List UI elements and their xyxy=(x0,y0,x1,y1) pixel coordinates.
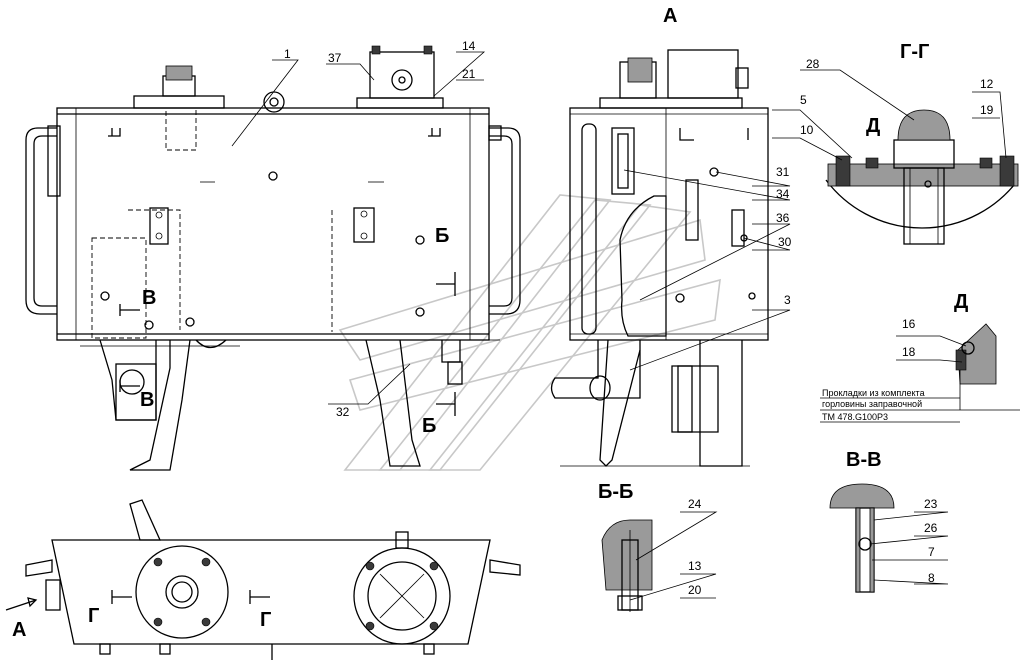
callout-16: 16 xyxy=(902,317,916,331)
detail-d xyxy=(820,323,1020,423)
callout-26: 26 xyxy=(924,521,938,535)
detail-d-note-line-1: Прокладки из комплекта xyxy=(822,388,925,398)
leader-lines xyxy=(231,51,1007,601)
front-view-labels: В В Б Б xyxy=(140,225,449,437)
detail-d-title: Д xyxy=(954,291,968,313)
callout-21: 21 xyxy=(462,67,476,81)
section-vv-title: В-В xyxy=(846,449,882,471)
watermark-logo xyxy=(338,194,721,471)
callout-18: 18 xyxy=(902,345,916,359)
callout-30: 30 xyxy=(778,235,792,249)
callout-3: 3 xyxy=(784,293,791,307)
callout-20: 20 xyxy=(688,583,702,597)
detail-d-mark: Д xyxy=(866,115,880,137)
callout-37: 37 xyxy=(328,51,342,65)
section-bb xyxy=(601,519,653,612)
plan-cut-label-right: Г xyxy=(260,609,271,631)
callout-13: 13 xyxy=(688,559,702,573)
callout-14: 14 xyxy=(462,39,476,53)
plan-view xyxy=(5,499,521,660)
callout-32: 32 xyxy=(336,405,350,419)
side-view xyxy=(550,49,769,467)
callout-19: 19 xyxy=(980,103,994,117)
plan-view-arrow-label: А xyxy=(12,619,26,641)
callout-12: 12 xyxy=(980,77,994,91)
callout-8: 8 xyxy=(928,571,935,585)
section-bb-label-bottom: Б xyxy=(422,415,436,437)
detail-d-note-line-3: ТМ 478.G100P3 xyxy=(822,412,888,422)
callout-numbers: 1 37 14 21 32 31 34 36 30 3 28 5 10 12 1… xyxy=(284,39,994,597)
side-view-title: А xyxy=(663,5,677,27)
section-gg xyxy=(825,109,1019,245)
callout-31: 31 xyxy=(776,165,790,179)
callout-10: 10 xyxy=(800,123,814,137)
plan-cut-label-left: Г xyxy=(88,605,99,627)
front-view xyxy=(25,45,521,471)
section-bb-title: Б-Б xyxy=(598,481,633,503)
callout-5: 5 xyxy=(800,93,807,107)
callout-23: 23 xyxy=(924,497,938,511)
callout-1: 1 xyxy=(284,47,291,61)
section-b-label-top: В xyxy=(142,287,156,309)
callout-24: 24 xyxy=(688,497,702,511)
section-bb-label-top: Б xyxy=(435,225,449,247)
detail-d-note-line-2: горловины заправочной xyxy=(822,399,922,409)
callout-34: 34 xyxy=(776,187,790,201)
section-gg-title: Г-Г xyxy=(900,41,929,63)
callout-7: 7 xyxy=(928,545,935,559)
section-b-label-bottom: В xyxy=(140,389,154,411)
section-vv xyxy=(829,483,895,593)
callout-36: 36 xyxy=(776,211,790,225)
callout-28: 28 xyxy=(806,57,820,71)
